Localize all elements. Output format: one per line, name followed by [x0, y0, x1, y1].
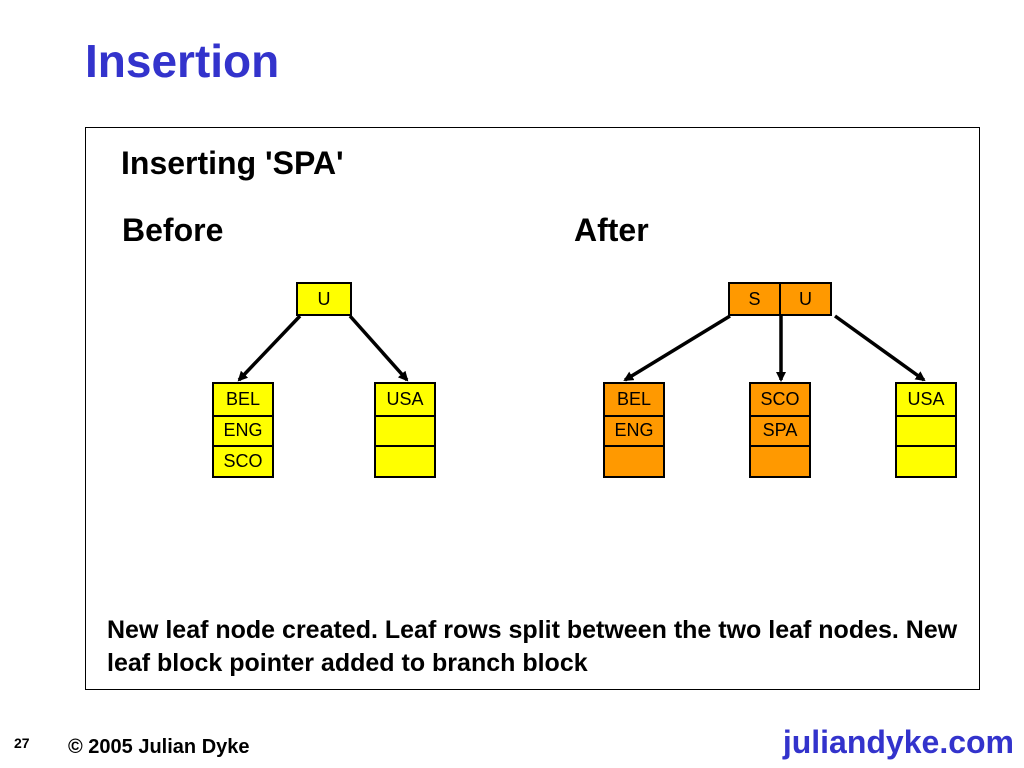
after-branch-node: S U — [728, 282, 832, 316]
before-leaf-1-row: SCO — [214, 445, 272, 476]
before-pointer-right — [348, 314, 409, 382]
slide-title: Insertion — [85, 35, 280, 87]
after-leaf-1-row: BEL — [616, 388, 652, 409]
after-leaf-node-2: SCO SPA — [749, 382, 811, 478]
after-branch-key: S — [748, 288, 761, 309]
after-pointer-right — [833, 314, 926, 382]
after-leaf-3-row — [897, 414, 955, 446]
diagram-caption: New leaf node created. Leaf rows split b… — [107, 616, 958, 677]
after-leaf-2-row — [751, 445, 809, 476]
diagram-panel — [85, 127, 980, 690]
before-label: Before — [122, 212, 224, 248]
after-leaf-node-1: BEL ENG — [603, 382, 665, 478]
before-leaf-node-2: USA — [374, 382, 436, 478]
after-leaf-node-3: USA — [895, 382, 957, 478]
after-leaf-2-row: SCO — [760, 388, 800, 409]
brand-logo-text: juliandyke.com — [782, 724, 1014, 760]
after-leaf-1-row — [605, 445, 663, 476]
after-pointer-left — [623, 314, 731, 382]
after-branch-key: U — [779, 284, 830, 314]
after-leaf-3-row: USA — [907, 388, 945, 409]
before-leaf-node-1: BEL ENG SCO — [212, 382, 274, 478]
after-label: After — [574, 212, 649, 248]
before-pointer-left — [237, 314, 302, 382]
copyright-text: © 2005 Julian Dyke — [68, 736, 250, 758]
before-branch-node: U — [296, 282, 352, 316]
before-leaf-1-row: ENG — [214, 414, 272, 446]
before-leaf-2-row — [376, 445, 434, 476]
before-branch-key: U — [317, 288, 331, 309]
before-leaf-1-row: BEL — [225, 388, 261, 409]
before-leaf-2-row — [376, 414, 434, 446]
after-leaf-1-row: ENG — [605, 414, 663, 446]
before-leaf-2-row: USA — [386, 388, 424, 409]
after-leaf-2-row: SPA — [751, 414, 809, 446]
page-number: 27 — [14, 735, 30, 751]
diagram-subtitle: Inserting 'SPA' — [121, 145, 344, 181]
after-leaf-3-row — [897, 445, 955, 476]
